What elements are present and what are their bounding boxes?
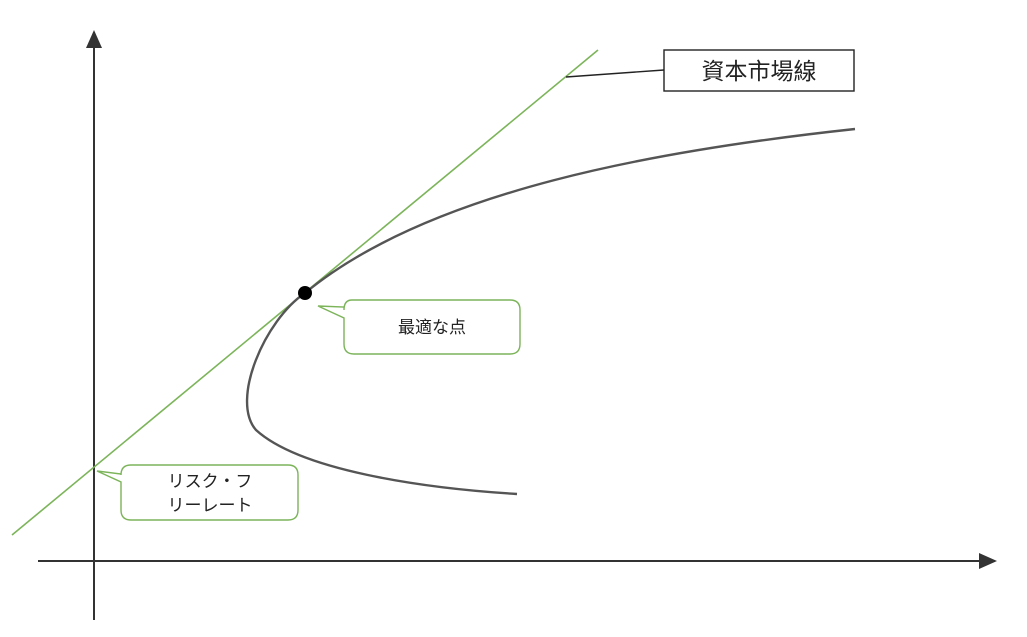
efficient-frontier-curve (245, 127, 856, 496)
cml-label-box (663, 49, 855, 92)
optimal-point-marker (298, 286, 312, 300)
cml-label: 資本市場線 (702, 59, 817, 85)
cml-label-leader (565, 69, 665, 78)
risk-free-rate-callout (96, 464, 299, 521)
optimal-point-label: 最適な点 (398, 318, 466, 338)
risk-free-rate-label-line1: リスク・フ (168, 472, 253, 492)
optimal-point-callout (317, 299, 521, 355)
risk-free-rate-label-line2: リーレート (168, 496, 253, 516)
